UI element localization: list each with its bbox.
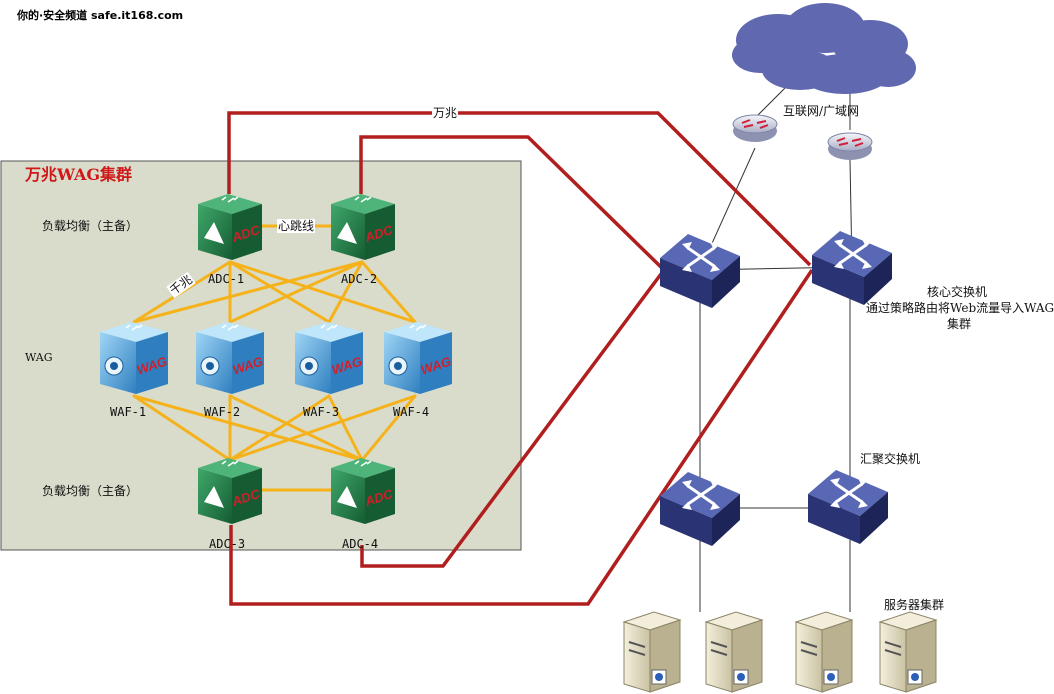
router-icon	[827, 132, 873, 160]
core-switch-label: 核心交换机	[927, 285, 988, 299]
adc-4-label: ADC-4	[342, 537, 379, 551]
server-cluster-label: 服务器集群	[884, 598, 945, 612]
waf-1-label: WAF-1	[110, 405, 147, 419]
server-icon	[794, 611, 854, 693]
aggregation-switch-icon	[660, 472, 740, 546]
wag-side-label: WAG	[25, 351, 53, 364]
waf-4-label: WAF-4	[393, 405, 430, 419]
server-icon	[878, 611, 938, 693]
core-switch-desc-line2: 集群	[947, 317, 972, 331]
heartbeat-label: 心跳线	[277, 219, 316, 233]
core-switch-icon	[812, 231, 892, 305]
internet-cloud	[732, 3, 916, 94]
server-icon	[704, 611, 764, 693]
adc-4-device: ADC	[331, 458, 395, 524]
watermark: 你的·安全频道 safe.it168.com	[17, 9, 184, 22]
waf-2-label: WAF-2	[204, 405, 241, 419]
waf-3-device: WAG	[295, 322, 364, 394]
lb-bottom-label: 负载均衡（主备）	[42, 484, 139, 498]
cluster-title: 万兆WAG集群	[25, 165, 133, 184]
server-icon	[622, 611, 682, 693]
waf-1-device: WAG	[100, 322, 169, 394]
core-switch-icon	[660, 234, 740, 308]
waf-4-device: WAG	[384, 322, 453, 394]
internet-label: 互联网/广域网	[783, 104, 860, 118]
adc-3-label: ADC-3	[209, 537, 246, 551]
ten-gigabit-label: 万兆	[432, 106, 459, 120]
adc-1-device: ADC	[198, 194, 262, 260]
adc-3-device: ADC	[198, 458, 262, 524]
adc-1-label: ADC-1	[208, 272, 245, 286]
waf-2-device: WAG	[196, 322, 265, 394]
core-switch-desc-line1: 通过策略路由将Web流量导入WAG	[866, 301, 1054, 315]
waf-3-label: WAF-3	[303, 405, 340, 419]
gigabit-mesh-links	[132, 224, 417, 492]
adc-2-label: ADC-2	[341, 272, 378, 286]
aggregation-switch-icon	[808, 470, 888, 544]
aggregation-switch-label: 汇聚交换机	[860, 452, 921, 466]
adc-2-device: ADC	[331, 194, 395, 260]
lb-top-label: 负载均衡（主备）	[42, 219, 139, 233]
router-icon	[732, 114, 778, 142]
